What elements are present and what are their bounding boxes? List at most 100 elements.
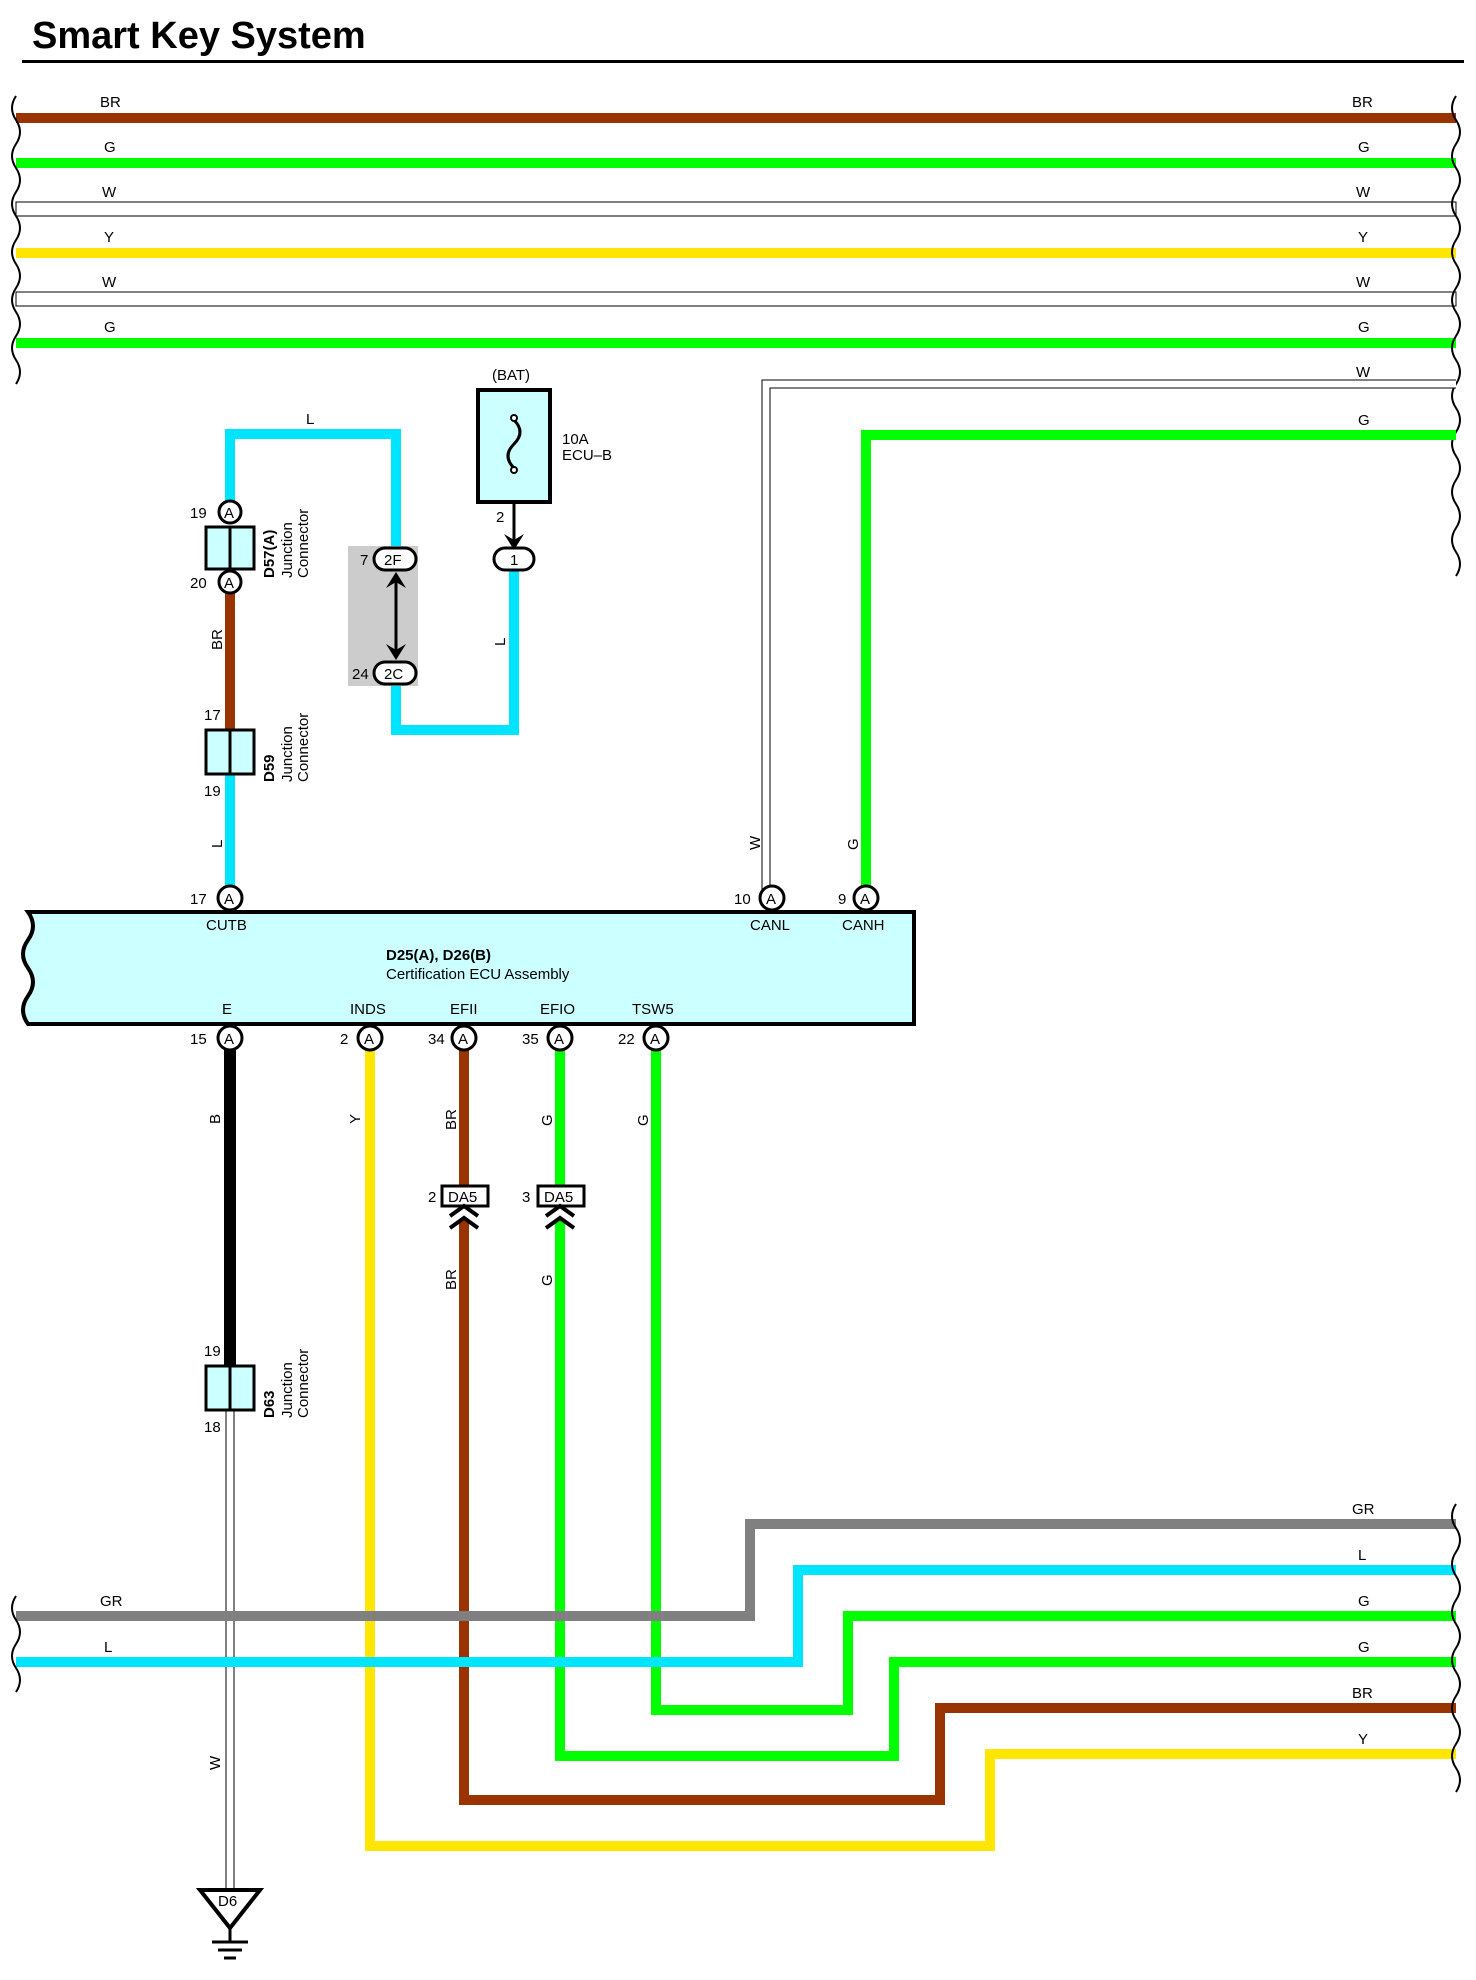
wire-label-g-efio: G — [539, 1114, 556, 1126]
junction-chevron-top-icon — [386, 572, 406, 588]
break-mark-left-top — [11, 95, 21, 385]
wire-canh — [861, 430, 1456, 898]
ecu-pin-canh — [852, 884, 880, 912]
wire-label-br-left: BR — [100, 94, 121, 111]
d57-pin-bottom-num: 20 — [190, 575, 207, 592]
ecu-title: D25(A), D26(B) — [386, 947, 491, 964]
d57-pin-bottom-letter: A — [224, 575, 234, 592]
wire-label-g1-right: G — [1358, 139, 1370, 156]
d57-pin-bottom — [217, 569, 243, 595]
break-mark-left-bottom — [11, 1595, 21, 1693]
ecu-pin-e-num: 15 — [190, 1031, 207, 1048]
d63-desc1: Junction — [279, 1362, 296, 1418]
d59-pin-bottom-num: 19 — [204, 783, 221, 800]
wire-label-canh-vertical: G — [845, 838, 862, 850]
top-wire-bundle: BR BR G G W W Y Y W W G G — [11, 94, 1461, 577]
bat-label: (BAT) — [492, 367, 530, 384]
ecu-pin-efio-num: 35 — [522, 1031, 539, 1048]
ground-d6-code: D6 — [218, 1893, 237, 1910]
fuse-name: ECU–B — [562, 447, 612, 464]
wire-inds-y — [365, 1040, 1456, 1851]
wire-label-w2-left: W — [102, 274, 117, 291]
wire-top-w1 — [15, 201, 1457, 217]
d63-pin-top-num: 19 — [204, 1343, 221, 1360]
da5-b-code: DA5 — [544, 1189, 573, 1206]
wire-label-g2-right: G — [1358, 319, 1370, 336]
ecu-pin-efii-name: EFII — [450, 1001, 478, 1018]
ecu-pin-tsw5-name: TSW5 — [632, 1001, 674, 1018]
wire-label-g1-left: G — [104, 139, 116, 156]
wire-label-g2-left: G — [104, 319, 116, 336]
fuse-chevron-icon — [504, 534, 524, 550]
wire-label-br-right: BR — [1352, 94, 1373, 111]
junction-2f-num: 7 — [360, 552, 368, 569]
junction-2f — [372, 546, 418, 572]
wire-label-l-left: L — [104, 1639, 112, 1656]
wire-gr — [16, 1519, 1456, 1621]
junction-2c-num: 24 — [352, 666, 369, 683]
fuse-terminal-bottom — [510, 466, 518, 474]
wire-top-g1 — [16, 158, 1456, 168]
title-underline — [22, 60, 1464, 63]
wire-label-w1-right: W — [1356, 184, 1371, 201]
ecu-pin-canh-name: CANH — [842, 917, 885, 934]
ecu-pin-cutb-num: 17 — [190, 891, 207, 908]
ecu-pin-inds-letter: A — [364, 1031, 374, 1048]
ecu-pin-canh-num: 9 — [838, 891, 846, 908]
ecu-pin-cutb-letter: A — [224, 891, 234, 908]
ecu-pin-canh-letter: A — [860, 891, 870, 908]
wire-label-br-right-bottom: BR — [1352, 1685, 1373, 1702]
wire-efii-br — [459, 1220, 1456, 1805]
ecu-box — [21, 910, 916, 1026]
diagram-title: Smart Key System — [32, 15, 366, 57]
fuse-pin-top: 2 — [496, 509, 504, 526]
junction-2c — [372, 660, 418, 686]
can-wires: W G W G — [747, 364, 1456, 898]
da5-a-chevron-icon — [448, 1203, 480, 1230]
wire-label-br-vertical: BR — [209, 629, 226, 650]
wire-efio-g — [555, 1220, 1456, 1761]
fuse-terminal-top — [510, 414, 518, 422]
d57-name: D57(A) — [261, 530, 278, 578]
wire-label-canl-w: W — [1356, 364, 1371, 381]
da5-b-pin: 3 — [522, 1189, 530, 1206]
ecu-pin-canl-num: 10 — [734, 891, 751, 908]
ecu-pin-tsw5-letter: A — [650, 1031, 660, 1048]
wire-label-gr-right: GR — [1352, 1501, 1375, 1518]
bottom-wires: B W Y Y BR BR BR G G G G G GR GR L L — [11, 1024, 1461, 1960]
junction-2f-code: 2F — [384, 552, 402, 569]
ecu-pin-canl-letter: A — [766, 891, 776, 908]
ecu-pin-e-letter: A — [224, 1031, 234, 1048]
ecu-pin-efii-num: 34 — [428, 1031, 445, 1048]
ecu-pin-efio-name: EFIO — [540, 1001, 575, 1018]
ecu-pin-tsw5 — [642, 1024, 670, 1052]
ecu-pin-tsw5-num: 22 — [618, 1031, 635, 1048]
junction-2c-code: 2C — [384, 666, 403, 683]
wire-label-w-ground: W — [207, 1755, 224, 1770]
wire-label-g2-right-bottom: G — [1358, 1639, 1370, 1656]
da5-a-pin: 2 — [428, 1189, 436, 1206]
ecu-pin-e — [216, 1024, 244, 1052]
da5-a-code: DA5 — [448, 1189, 477, 1206]
d59-desc2: Connector — [295, 713, 312, 782]
break-mark-right-bottom — [1451, 1503, 1461, 1793]
d59-desc1: Junction — [279, 726, 296, 782]
ecu-pin-canl-name: CANL — [750, 917, 790, 934]
certification-ecu: D25(A), D26(B) Certification ECU Assembl… — [21, 884, 916, 1026]
wire-l-bottom-bus — [16, 1565, 1456, 1667]
fuse-plug-pin: 1 — [510, 552, 518, 569]
ecu-pin-inds-name: INDS — [350, 1001, 386, 1018]
ecu-pin-canl — [758, 884, 786, 912]
wire-tsw5-g — [651, 1040, 1456, 1715]
wire-label-l-right: L — [1358, 1547, 1366, 1564]
fuse-plug — [492, 546, 536, 572]
wire-top-g2 — [16, 338, 1456, 348]
d57-desc1: Junction — [279, 522, 296, 578]
wire-label-gr-left: GR — [100, 1593, 123, 1610]
wire-canl — [762, 380, 1456, 898]
wire-label-br-efii-2: BR — [443, 1269, 460, 1290]
da5-b-chevron-icon — [544, 1203, 576, 1230]
wire-label-w1-left: W — [102, 184, 117, 201]
ecu-pin-efii — [450, 1024, 478, 1052]
ecu-pin-inds-num: 2 — [340, 1031, 348, 1048]
